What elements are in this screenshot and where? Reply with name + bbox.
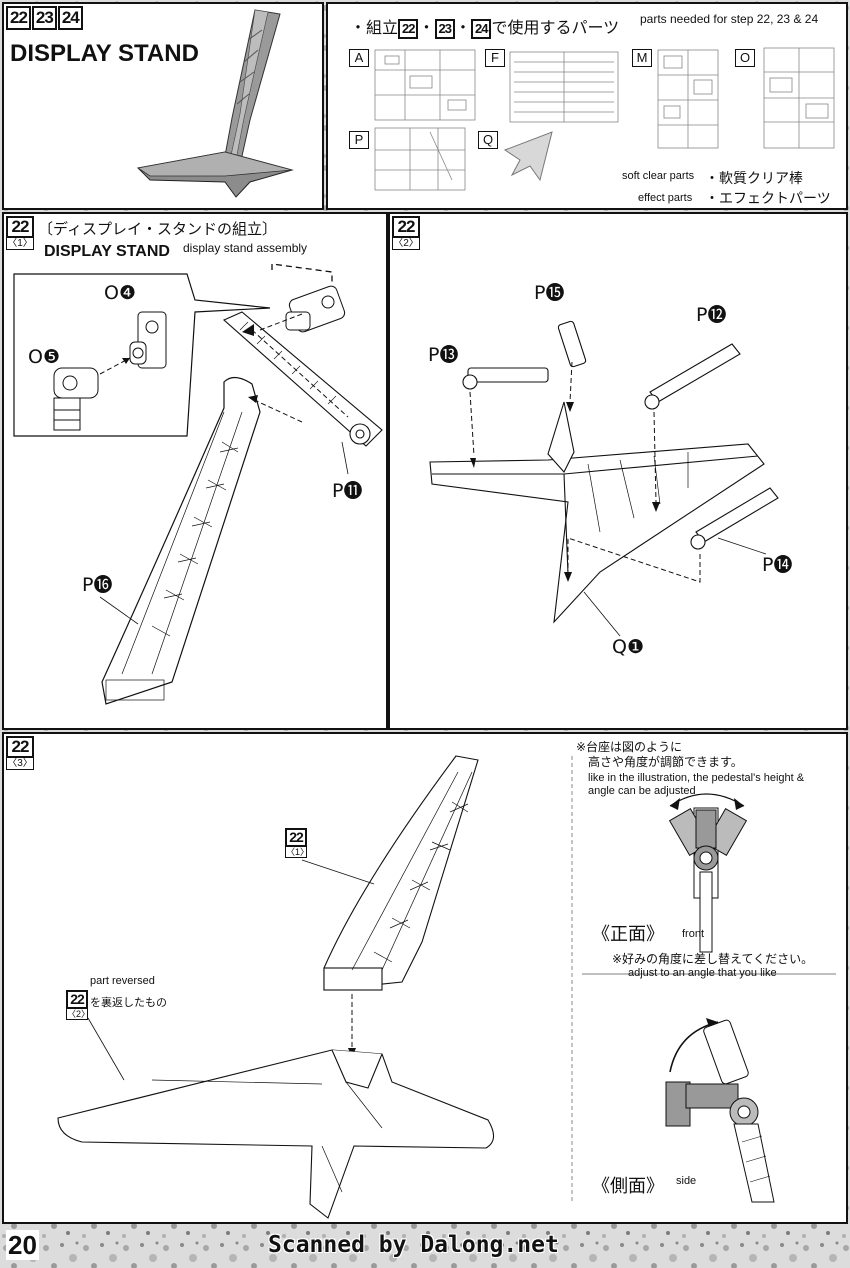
step-22-2-reference: 22 〈2〉 <box>66 990 91 1020</box>
step-22-3-number: 22 〈3〉 <box>6 736 34 772</box>
scan-credit: Scanned by Dalong.net <box>268 1232 559 1258</box>
runner-sketches <box>374 47 835 191</box>
part-o4-label: O❹ <box>104 282 136 304</box>
separator: ・ <box>418 18 435 37</box>
part-p15-label: P⓯ <box>534 282 565 304</box>
part-o5-label: O❺ <box>28 346 60 368</box>
adjust-note-jp-2: 高さや角度が調節できます。 <box>588 755 743 769</box>
adjust-note-en-1: like in the illustration, the pedestal's… <box>588 772 805 784</box>
runner-label-m: M <box>632 49 652 67</box>
display-stand-picture <box>136 9 294 198</box>
step-22-1-diagram <box>13 263 383 705</box>
step-22-1-caption: display stand assembly <box>183 241 308 255</box>
step-22-3-diagram <box>57 755 836 1219</box>
page-number: 20 <box>6 1230 39 1260</box>
angle-note-jp: ※好みの角度に差し替えてください。 <box>612 952 814 966</box>
page-title: DISPLAY STAND <box>10 40 199 67</box>
part-reversed-caption: part reversed <box>90 975 155 987</box>
separator: ・ <box>454 18 471 37</box>
step-number: 22 <box>66 990 88 1009</box>
part-p16-label: P⓰ <box>82 574 113 596</box>
step-sub-number: 〈1〉 <box>285 847 310 858</box>
step-22-1-reference: 22 〈1〉 <box>285 828 310 858</box>
parts-needed-caption: parts needed for step 22, 23 & 24 <box>640 12 819 26</box>
front-view-caption: front <box>682 928 705 940</box>
runner-label-p: P <box>349 131 369 149</box>
part-p14-label: P⓮ <box>762 554 793 576</box>
side-view-caption: side <box>676 1175 697 1187</box>
step-number: 22 <box>392 216 420 238</box>
step-number: 22 <box>6 736 34 758</box>
header-step-numbers: 22 23 24 <box>6 6 83 30</box>
part-q1-label: Q❶ <box>612 636 644 658</box>
effect-parts-label: ・エフェクトパーツ <box>705 191 831 207</box>
runner-label-f: F <box>485 49 505 67</box>
side-view-label: 《側面》 <box>592 1176 664 1197</box>
part-reversed-label: を裏返したもの <box>90 996 167 1009</box>
step-sub-number: 〈2〉 <box>392 238 420 250</box>
parts-intro-text: ・組立 <box>350 18 399 37</box>
step-22-1-title-jp: 〔ディスプレイ・スタンドの組立〕 <box>38 220 277 238</box>
runner-label-q: Q <box>478 131 498 149</box>
part-p11-label: P⓫ <box>332 480 363 502</box>
step-sub-number: 〈1〉 <box>6 238 34 250</box>
effect-parts-caption: effect parts <box>638 192 693 204</box>
step-22-1-title-en: DISPLAY STAND <box>44 243 170 260</box>
parts-step-ref: 24 <box>470 19 492 39</box>
part-p13-label: P⓭ <box>428 344 459 366</box>
step-22-2-diagram <box>429 320 779 637</box>
parts-step-ref: 22 <box>398 19 419 39</box>
step-number: 23 <box>31 6 57 30</box>
adjust-note-en-2: angle can be adjusted <box>588 785 696 797</box>
runner-label-o: O <box>735 49 755 67</box>
step-number: 22 <box>6 6 31 30</box>
adjust-note-jp-1: ※台座は図のように <box>576 740 683 754</box>
soft-clear-label: ・軟質クリア棒 <box>705 171 803 187</box>
parts-step-ref: 23 <box>434 19 455 39</box>
soft-clear-caption: soft clear parts <box>622 170 695 182</box>
step-number: 24 <box>57 6 83 30</box>
angle-note-en: adjust to an angle that you like <box>628 967 777 979</box>
step-22-2-number: 22 〈2〉 <box>392 216 420 252</box>
step-number: 22 <box>285 828 307 847</box>
step-sub-number: 〈3〉 <box>6 758 34 770</box>
parts-suffix: で使用するパーツ <box>491 18 620 37</box>
step-number: 22 <box>6 216 34 238</box>
runner-label-a: A <box>349 49 369 67</box>
part-p12-label: P⓬ <box>696 304 727 326</box>
step-22-1-number: 22 〈1〉 <box>6 216 34 252</box>
step-sub-number: 〈2〉 <box>66 1009 91 1020</box>
front-view-label: 《正面》 <box>592 924 664 945</box>
